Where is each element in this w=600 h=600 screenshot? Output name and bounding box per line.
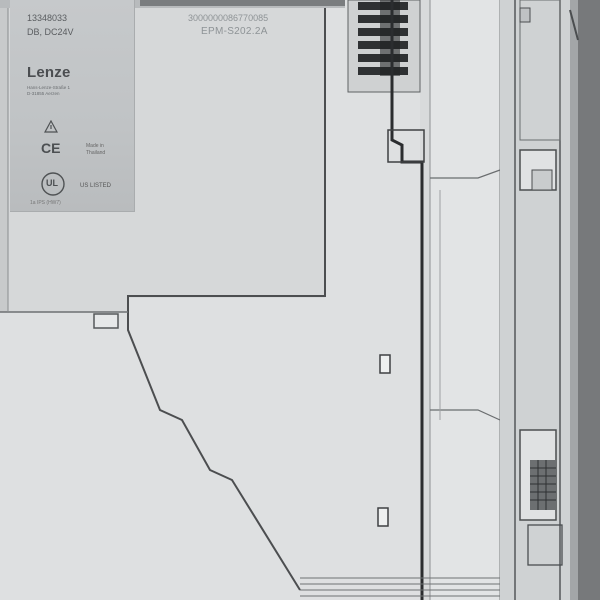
ce-mark-icon: CE	[41, 140, 61, 156]
indicator-slot-1	[379, 354, 391, 374]
ul-listed-icon	[41, 172, 65, 196]
warning-triangle-icon	[44, 120, 58, 133]
label-bottom-code: 1a IPS (HW7)	[30, 200, 61, 206]
module-serial: 3000000086770085	[188, 13, 269, 23]
label-part-number: 13348033	[27, 13, 68, 23]
module-model: EPM-S202.2A	[201, 26, 268, 37]
label-address-line1: Hans-Lenze-Straße 1	[27, 85, 71, 90]
step-slot	[93, 313, 119, 329]
dark-edge	[578, 0, 600, 600]
label-brand-logo: Lenze	[27, 64, 71, 81]
indicator-slot-2	[377, 507, 389, 527]
label-made-in: Made in	[86, 143, 104, 149]
rating-label: 13348033 DB, DC24V Lenze Hans-Lenze-Stra…	[10, 0, 135, 212]
ul-listed-text: US LISTED	[80, 183, 112, 189]
ul-mark-text: UL	[46, 178, 58, 188]
vertical-rail-line	[390, 0, 424, 600]
panel-edge	[127, 0, 326, 591]
label-address-line2: D-31855 Aerzen	[27, 91, 60, 96]
right-rail	[430, 0, 500, 600]
label-supply: DB, DC24V	[27, 27, 74, 37]
label-made-country: Thailand	[86, 150, 106, 156]
lower-front-face	[0, 0, 420, 600]
